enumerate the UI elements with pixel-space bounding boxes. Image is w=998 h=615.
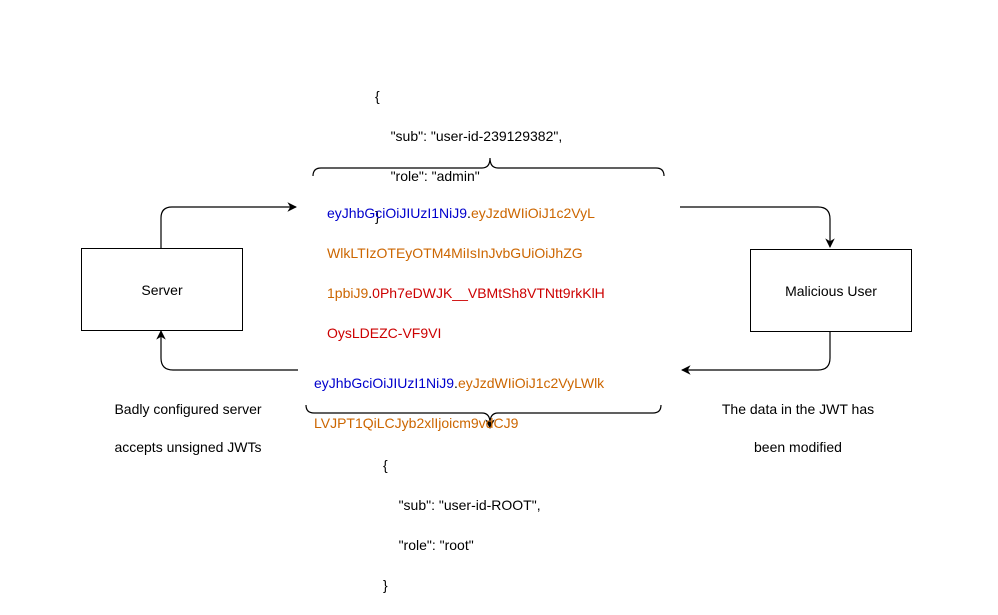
connector-arrows bbox=[156, 157, 835, 429]
jwt-line-2: WlkLTIzOTEyOTM4MiIsInJvbGUiOiJhZG bbox=[327, 245, 583, 261]
json-line-role: "role": "admin" bbox=[390, 168, 480, 184]
json-line-role: "role": "root" bbox=[398, 537, 474, 553]
server-label: Server bbox=[141, 281, 183, 298]
unsigned-jwt: eyJhbGciOiJIUzI1NiJ9.eyJzdWIiOiJ1c2VyLWl… bbox=[314, 353, 604, 453]
malicious-user-node: Malicious User bbox=[750, 249, 912, 332]
server-node: Server bbox=[81, 248, 243, 331]
jwt-line-2: LVJPT1QiLCJyb2xlIjoicm9vdCJ9 bbox=[314, 415, 519, 431]
jwt-header: eyJhbGciOiJIUzI1NiJ9 bbox=[314, 375, 455, 391]
arrow-server-to-jwt bbox=[160, 202, 297, 248]
jwt-line-1: eyJhbGciOiJIUzI1NiJ9.eyJzdWIiOiJ1c2VyL bbox=[327, 205, 595, 221]
arrow-malicious-to-jwt bbox=[681, 330, 831, 375]
jwt-line-1: eyJhbGciOiJIUzI1NiJ9.eyJzdWIiOiJ1c2VyLWl… bbox=[314, 375, 605, 391]
jwt-payload: eyJzdWIiOiJ1c2VyLWlk bbox=[457, 375, 605, 391]
arrow-jwt-to-server bbox=[156, 330, 298, 371]
signed-jwt: eyJhbGciOiJIUzI1NiJ9.eyJzdWIiOiJ1c2VyL W… bbox=[327, 183, 605, 363]
modified-payload-json: { "sub": "user-id-ROOT", "role": "root" … bbox=[383, 435, 541, 615]
json-close-brace: } bbox=[375, 208, 380, 224]
json-open-brace: { bbox=[375, 88, 380, 104]
top-brace bbox=[312, 157, 665, 177]
malicious-caption: The data in the JWT has been modified bbox=[721, 401, 875, 455]
server-caption: Badly configured server accepts unsigned… bbox=[114, 401, 262, 455]
jwt-signature: 0Ph7eDWJK__VBMtSh8VTNtt9rkKlH bbox=[372, 285, 605, 301]
jwt-line-3: 1pbiJ9.0Ph7eDWJK__VBMtSh8VTNtt9rkKlH bbox=[327, 285, 605, 301]
original-payload-json: { "sub": "user-id-239129382", "role": "a… bbox=[375, 66, 562, 246]
json-line-sub: "sub": "user-id-239129382", bbox=[390, 128, 563, 144]
json-close-brace: } bbox=[383, 577, 388, 593]
arrow-jwt-to-malicious bbox=[680, 206, 835, 248]
malicious-user-label: Malicious User bbox=[785, 282, 877, 299]
json-open-brace: { bbox=[383, 457, 388, 473]
jwt-line-4: OysLDEZC-VF9VI bbox=[327, 325, 442, 341]
json-line-sub: "sub": "user-id-ROOT", bbox=[398, 497, 541, 513]
jwt-header: eyJhbGciOiJIUzI1NiJ9 bbox=[327, 205, 468, 221]
jwt-payload: eyJzdWIiOiJ1c2VyL bbox=[470, 205, 595, 221]
